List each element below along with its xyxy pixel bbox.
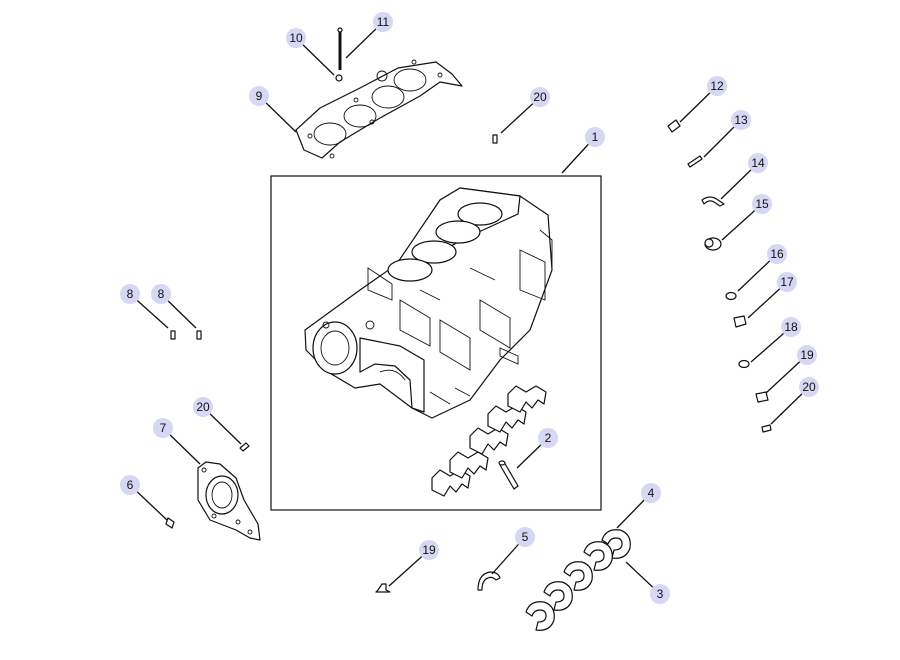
svg-text:19: 19 (422, 543, 436, 557)
svg-text:8: 8 (127, 287, 134, 301)
bearing-caps (431, 385, 547, 497)
svg-text:8: 8 (158, 287, 165, 301)
callout-8-right[interactable]: 8 (151, 284, 171, 304)
callout-17[interactable]: 17 (777, 272, 797, 292)
dowel-20-right (761, 424, 772, 433)
callout-19-bottom[interactable]: 19 (419, 540, 439, 560)
callout-14[interactable]: 14 (748, 153, 768, 173)
svg-text:20: 20 (533, 90, 547, 104)
svg-text:12: 12 (710, 79, 724, 93)
plug-12 (667, 119, 681, 133)
callout-20-top[interactable]: 20 (530, 87, 550, 107)
callout-7[interactable]: 7 (153, 418, 173, 438)
svg-text:16: 16 (770, 247, 784, 261)
callout-15[interactable]: 15 (752, 194, 772, 214)
svg-text:4: 4 (648, 486, 655, 500)
engine-block-frame (270, 175, 602, 511)
callout-10[interactable]: 10 (286, 28, 306, 48)
svg-text:14: 14 (751, 156, 765, 170)
callout-3[interactable]: 3 (650, 584, 670, 604)
svg-text:15: 15 (755, 197, 769, 211)
thrust-washer (477, 571, 501, 591)
callout-4[interactable]: 4 (641, 483, 661, 503)
callout-5[interactable]: 5 (515, 527, 535, 547)
bolt-6 (165, 517, 175, 529)
svg-text:20: 20 (196, 400, 210, 414)
callout-6[interactable]: 6 (120, 475, 140, 495)
svg-text:6: 6 (127, 478, 134, 492)
plug-17 (733, 315, 747, 328)
callout-8-left[interactable]: 8 (120, 284, 140, 304)
callout-20-left[interactable]: 20 (193, 397, 213, 417)
callout-18[interactable]: 18 (781, 317, 801, 337)
callout-19-right[interactable]: 19 (797, 345, 817, 365)
svg-text:1: 1 (592, 130, 599, 144)
callout-9[interactable]: 9 (249, 86, 269, 106)
svg-text:20: 20 (802, 380, 816, 394)
pin-13 (687, 155, 703, 168)
svg-text:11: 11 (377, 15, 390, 29)
head-gasket (295, 59, 463, 159)
rear-seal-housing (197, 461, 261, 541)
washer-16 (725, 291, 737, 301)
dowel-20-top (492, 134, 498, 144)
dowel-pin (498, 460, 519, 490)
svg-text:9: 9 (256, 89, 263, 103)
callout-11[interactable]: 11 (373, 12, 393, 32)
plug-19-right (755, 391, 769, 403)
svg-text:17: 17 (780, 275, 794, 289)
sensor-15 (704, 237, 722, 251)
tube-14 (701, 196, 725, 207)
crank-bearing-shells (525, 529, 631, 631)
svg-text:18: 18 (784, 320, 798, 334)
plug-19-bottom (375, 583, 391, 593)
svg-text:10: 10 (289, 31, 303, 45)
callout-13[interactable]: 13 (731, 110, 751, 130)
head-bolt (335, 27, 343, 82)
svg-text:2: 2 (545, 431, 552, 445)
washer-18 (738, 359, 750, 369)
callout-1[interactable]: 1 (585, 127, 605, 147)
dowel-20-left (239, 442, 250, 452)
callout-20-right[interactable]: 20 (799, 377, 819, 397)
svg-text:7: 7 (160, 421, 167, 435)
callout-2[interactable]: 2 (538, 428, 558, 448)
callout-12[interactable]: 12 (707, 76, 727, 96)
callout-16[interactable]: 16 (767, 244, 787, 264)
engine-block (304, 187, 553, 419)
dowel-8-left (170, 330, 176, 340)
svg-text:5: 5 (522, 530, 529, 544)
dowel-8-right (196, 330, 202, 340)
svg-text:13: 13 (734, 113, 748, 127)
svg-text:3: 3 (657, 587, 664, 601)
svg-text:19: 19 (800, 348, 814, 362)
